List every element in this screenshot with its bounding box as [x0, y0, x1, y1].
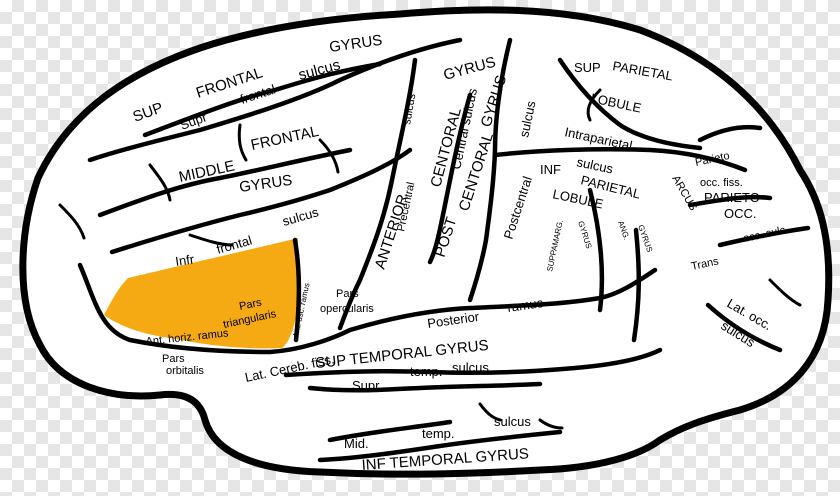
label-pars-orbitalis-2: orbitalis [166, 365, 204, 377]
label-trans: Trans [690, 255, 720, 273]
label-parieto-occ-1: PARIETO - [704, 190, 768, 205]
label-occ-fiss: occ. fiss. [700, 177, 743, 189]
label-pars-opercularis-1: Pars [336, 288, 359, 300]
label-infr: Infr [174, 251, 195, 269]
brain-outline [19, 6, 833, 478]
label-temp-mid: temp. [422, 426, 455, 441]
label-pars-orbitalis-1: Pars [162, 353, 185, 365]
pars-triangularis-region [104, 238, 298, 349]
label-temp: temp. [410, 364, 443, 379]
label-pars-opercularis-2: opercularis [320, 303, 374, 315]
label-supr-temp: Supr [352, 378, 380, 393]
label-ramus: ramus [506, 295, 544, 315]
label-sulcus-temp: sulcus [452, 360, 489, 375]
label-pars-triangularis-1: Pars [238, 296, 263, 313]
label-sulcus-vertical: sulcus [401, 92, 418, 125]
label-mid: Mid. [344, 436, 369, 451]
label-sup-parietal-1: SUP [574, 60, 601, 75]
minor-sulci [58, 88, 802, 430]
label-inf-parietal-1: INF [540, 162, 561, 177]
label-parieto-occ-2: OCC. [724, 206, 757, 221]
sulci [77, 37, 811, 463]
label-sulcus-mid: sulcus [494, 414, 531, 429]
label-posterior: Posterior [426, 309, 480, 331]
